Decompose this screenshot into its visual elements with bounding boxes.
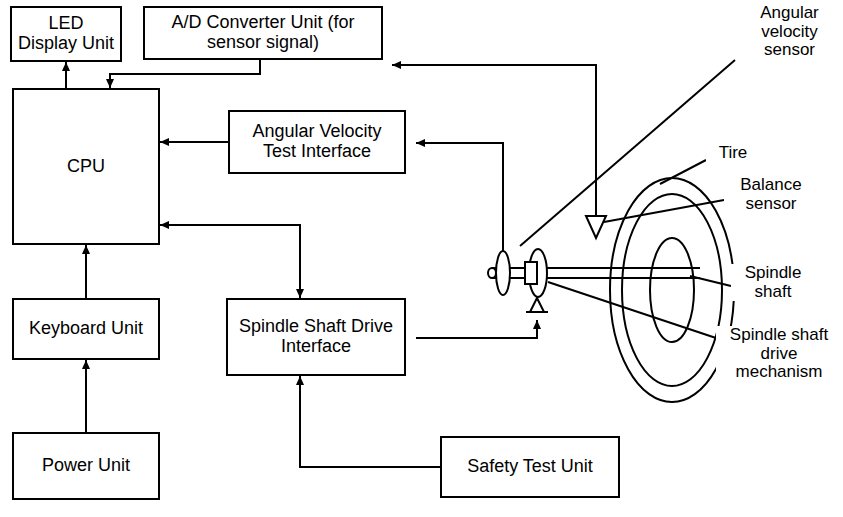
signal-arrow [160,225,300,298]
part-label: Tire [706,144,760,163]
unit-box: Safety Test Unit [440,436,620,498]
unit-box: Keyboard Unit [12,298,160,360]
box-label: Power Unit [42,456,130,476]
unit-box: LED Display Unit [10,6,122,62]
box-label: Spindle Shaft Drive Interface [233,317,399,357]
signal-arrow [85,245,87,298]
part-label: Balance sensor [724,176,818,213]
signal-arrow [110,60,260,88]
box-label: Angular Velocity Test Interface [235,122,399,162]
signal-arrow [160,141,228,143]
part-label: Spindle shaft [731,264,815,301]
box-label: Keyboard Unit [29,319,143,339]
unit-box: Angular Velocity Test Interface [228,110,406,174]
unit-box: Power Unit [12,432,160,500]
part-label: Spindle shaft drive mechanism [716,326,842,382]
signal-arrow [85,360,87,432]
box-label: LED Display Unit [17,14,115,54]
signal-arrow [300,376,440,467]
box-label: A/D Converter Unit (for sensor signal) [150,13,376,53]
box-label: Safety Test Unit [467,457,593,477]
box-label: CPU [67,157,105,177]
unit-box: A/D Converter Unit (for sensor signal) [143,6,383,60]
part-label: Angular velocity sensor [735,4,843,60]
unit-box: Spindle Shaft Drive Interface [226,298,406,376]
signal-arrow [65,62,67,88]
unit-box: CPU [12,88,160,245]
